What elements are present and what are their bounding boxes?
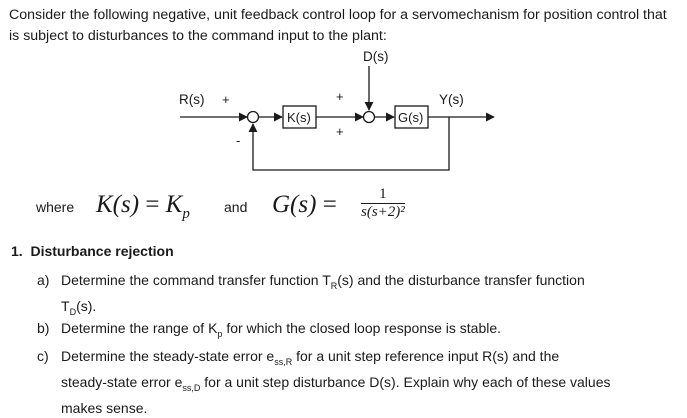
section-title: Disturbance rejection — [30, 243, 174, 259]
sum2-plus-top-sign: + — [336, 89, 344, 104]
kp-symbol: K — [165, 191, 183, 218]
g-denominator: s(s+2)² — [361, 204, 405, 220]
block-diagram: R(s) + - K(s) D(s) + + G(s) Y(s) — [179, 49, 495, 171]
question-b-label: b) — [37, 320, 50, 336]
kp-subscript: p — [182, 206, 190, 222]
section-number: 1. — [11, 243, 23, 259]
controller-label: K(s) — [287, 110, 311, 125]
sum2-plus-bottom-sign: + — [336, 124, 344, 139]
output-label: Y(s) — [439, 92, 464, 107]
plant-label: G(s) — [398, 110, 423, 125]
feedback-path — [248, 117, 450, 171]
k-equation: K(s) = Kp — [96, 191, 190, 223]
sum1-plus-sign: + — [222, 92, 230, 107]
question-c: c)Determine the steady-state error ess,R… — [37, 348, 611, 416]
summing-junction-2 — [362, 110, 376, 124]
g-equation: G(s) = — [272, 191, 337, 219]
question-b: b)Determine the range of Kp for which th… — [37, 320, 502, 339]
g-lhs: G(s) — [272, 191, 317, 218]
equation-line: where K(s) = Kp and G(s) = 1 s(s+2)² — [36, 186, 676, 226]
question-c-label: c) — [37, 348, 49, 364]
k-lhs: K(s) — [96, 191, 140, 218]
g-equals: = — [322, 191, 337, 218]
question-a: a)Determine the command transfer functio… — [37, 272, 585, 317]
where-word: where — [36, 199, 75, 215]
question-a-label: a) — [37, 272, 50, 288]
section-heading: 1. Disturbance rejection — [11, 243, 174, 259]
problem-intro: Consider the following negative, unit fe… — [9, 7, 667, 44]
input-label: R(s) — [179, 92, 205, 107]
k-equals: = — [145, 191, 160, 218]
disturbance-label: D(s) — [363, 49, 389, 64]
and-word: and — [224, 199, 248, 215]
summing-junction-1 — [246, 110, 260, 124]
g-numerator: 1 — [361, 186, 405, 204]
sum1-minus-sign: - — [236, 133, 240, 148]
g-fraction: 1 s(s+2)² — [361, 186, 405, 221]
